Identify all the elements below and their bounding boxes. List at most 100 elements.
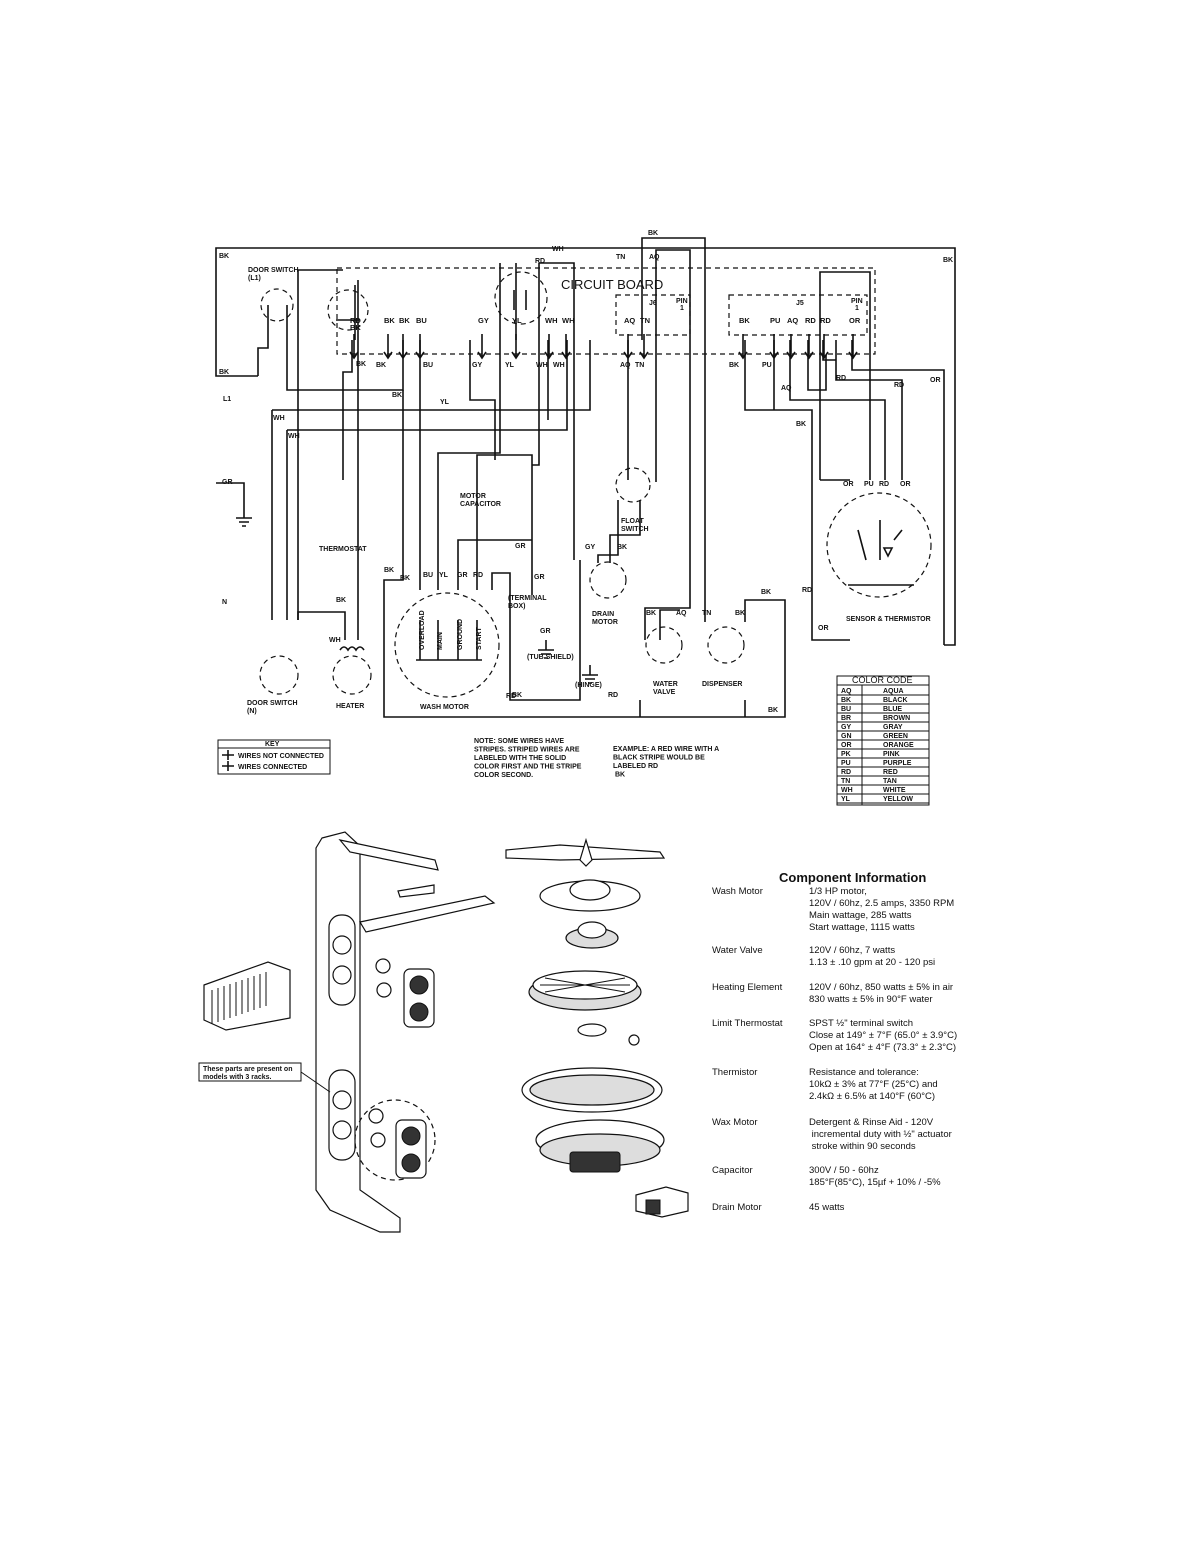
component-info-title: Component Information bbox=[779, 870, 926, 885]
color-code-name: WHITE bbox=[883, 787, 906, 794]
circuit-board-title: CIRCUIT BOARD bbox=[561, 277, 663, 292]
board-pin-connector bbox=[477, 334, 487, 360]
wire-color-label: BK bbox=[336, 597, 346, 604]
color-code-name: PURPLE bbox=[883, 760, 912, 767]
sensor-thermistor-label: SENSOR & THERMISTOR bbox=[846, 616, 931, 623]
component-info-name: Wash Motor bbox=[712, 886, 763, 897]
wire-color-label: BK bbox=[392, 392, 402, 399]
component-info-name: Wax Motor bbox=[712, 1117, 758, 1128]
board-pin-label: BU bbox=[416, 316, 427, 325]
board-pin-label: YL bbox=[512, 316, 522, 325]
board-pin-label: WH bbox=[545, 316, 558, 325]
wire-color-label: RD bbox=[894, 382, 904, 389]
component-information: Component Information Wash Motor 1/3 HP m… bbox=[712, 870, 957, 1213]
wire-color-label: AQ bbox=[649, 254, 660, 261]
wire-color-label: BK bbox=[512, 692, 522, 699]
wash-motor-winding-label: OVERLOAD bbox=[419, 610, 426, 650]
color-code-name: GREEN bbox=[883, 733, 908, 740]
wire-color-label: GR bbox=[540, 628, 551, 635]
svg-text:PIN: PIN bbox=[851, 298, 863, 305]
wash-motor-winding-label: START bbox=[476, 626, 483, 650]
wire-color-label: RD bbox=[535, 258, 545, 265]
board-pin-label: PU bbox=[770, 316, 780, 325]
wire-color-label: BK bbox=[648, 230, 658, 237]
line-n-label: N bbox=[222, 599, 227, 606]
color-code-name: BLUE bbox=[883, 706, 902, 713]
wire-color-label: BK bbox=[384, 567, 394, 574]
svg-text:BK: BK bbox=[219, 369, 229, 376]
color-code-abbrev: TN bbox=[841, 778, 850, 785]
component-symbols bbox=[236, 271, 932, 698]
wire-color-label: GY bbox=[472, 362, 482, 369]
wire-color-label: BK bbox=[400, 575, 410, 582]
board-pin-connector bbox=[561, 334, 571, 360]
wire-color-label: BK bbox=[376, 362, 386, 369]
key-connected: WIRES CONNECTED bbox=[238, 764, 307, 771]
board-pin-label: BK bbox=[739, 316, 750, 325]
wire-color-label: BK bbox=[796, 421, 806, 428]
color-code-abbrev: RD bbox=[841, 769, 851, 776]
wire-color-label: PU bbox=[864, 481, 874, 488]
board-pin-label: WH bbox=[562, 316, 575, 325]
wire-color-label: WH bbox=[329, 637, 341, 644]
component-info-value: 1/3 HP motor,120V / 60hz, 2.5 amps, 3350… bbox=[809, 886, 954, 933]
color-code-name: BROWN bbox=[883, 715, 910, 722]
svg-text:PIN: PIN bbox=[676, 298, 688, 305]
wire-color-label: RD bbox=[608, 692, 618, 699]
wire-color-label: GR bbox=[534, 574, 545, 581]
color-code-name: BLACK bbox=[883, 697, 908, 704]
svg-text:1: 1 bbox=[680, 305, 684, 312]
board-pin-label: OR bbox=[849, 316, 861, 325]
component-info-value: Resistance and tolerance:10kΩ ± 3% at 77… bbox=[809, 1067, 938, 1102]
wire-color-label: BK bbox=[646, 610, 656, 617]
wire-color-label: BU bbox=[423, 362, 433, 369]
wire-color-label: PU bbox=[762, 362, 772, 369]
color-code-name: PINK bbox=[883, 751, 900, 758]
wash-motor-winding-label: GROUND bbox=[457, 619, 464, 650]
wash-motor-winding-label: MAIN bbox=[437, 632, 444, 650]
key-title: KEY bbox=[265, 741, 280, 748]
component-info-name: Heating Element bbox=[712, 982, 783, 993]
wash-motor-label: WASH MOTOR bbox=[420, 704, 469, 711]
wire-color-label: RD bbox=[473, 572, 483, 579]
wire-color-label: WH bbox=[553, 362, 565, 369]
color-code-abbrev: BU bbox=[841, 706, 851, 713]
heater-label: HEATER bbox=[336, 703, 364, 710]
color-code-abbrev: WH bbox=[841, 787, 853, 794]
wire-color-label: AQ bbox=[676, 610, 687, 617]
dispenser-label: DISPENSER bbox=[702, 681, 742, 688]
board-pin-connector bbox=[819, 334, 829, 360]
ground-gr-label: GR bbox=[222, 479, 233, 486]
wire-color-label: OR bbox=[930, 377, 941, 384]
color-code-name: YELLOW bbox=[883, 796, 913, 803]
legend-key: KEY WIRES NOT CONNECTED WIRES CONNECTED bbox=[217, 739, 331, 775]
door-switch-l1-label: DOOR SWITCH(L1) bbox=[248, 267, 299, 282]
wire-color-label: OR bbox=[818, 625, 829, 632]
color-code-abbrev: PU bbox=[841, 760, 851, 767]
component-labels: DOOR SWITCH(L1)DOOR SWITCH(N)THERMOSTATH… bbox=[222, 230, 941, 715]
wire-color-label: BK bbox=[761, 589, 771, 596]
wire-color-label: BK bbox=[768, 707, 778, 714]
wire-color-label: BK bbox=[356, 361, 366, 368]
color-code-abbrev: OR bbox=[841, 742, 852, 749]
board-pin-connector bbox=[804, 334, 814, 360]
color-code-abbrev: BR bbox=[841, 715, 851, 722]
hinge-label: (HINGE) bbox=[575, 682, 602, 689]
component-info-name: Capacitor bbox=[712, 1165, 753, 1176]
color-code-name: ORANGE bbox=[883, 742, 914, 749]
component-info-name: Water Valve bbox=[712, 945, 763, 956]
connector-j5-label: J5 bbox=[796, 300, 804, 307]
connector-j6-label: J6 bbox=[649, 300, 657, 307]
board-pin-label: RD bbox=[805, 316, 816, 325]
wire-color-label: BK bbox=[729, 362, 739, 369]
svg-text:BK: BK bbox=[943, 257, 953, 264]
